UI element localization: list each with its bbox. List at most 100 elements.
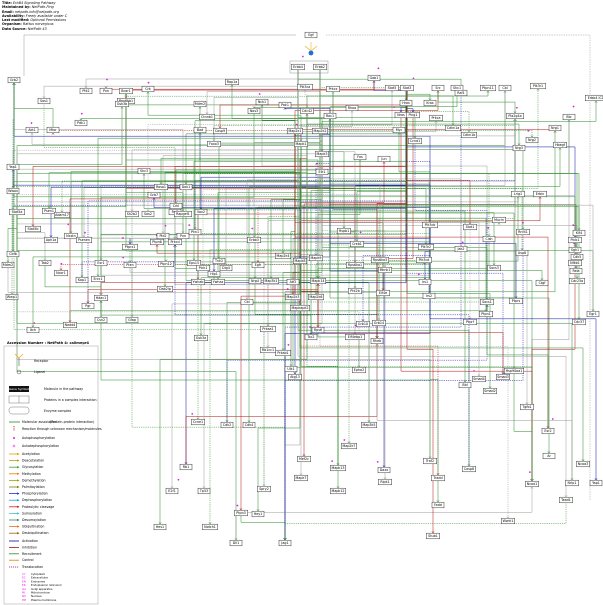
gene-node[interactable]: Cish xyxy=(482,235,496,243)
gene-node[interactable]: Yap1 xyxy=(589,479,603,487)
gene-node[interactable]: Ccnd1 xyxy=(408,137,422,145)
gene-node[interactable]: Nrg4 xyxy=(248,277,262,285)
gene-node[interactable]: Eif4ebp1 xyxy=(345,333,365,341)
gene-node[interactable]: Esr2 xyxy=(541,427,555,435)
gene-node[interactable]: Ncstn xyxy=(64,232,78,240)
gene-node[interactable]: Pxn xyxy=(99,87,113,95)
gene-node[interactable]: Egf xyxy=(304,31,318,39)
gene-node[interactable]: Mapk9 xyxy=(309,254,323,262)
gene-node[interactable]: Yap1 xyxy=(6,163,20,171)
gene-node[interactable]: Cdc25a xyxy=(569,277,585,285)
gene-node[interactable]: Gsk3a xyxy=(194,334,208,342)
gene-node[interactable]: Hbegf xyxy=(553,141,567,149)
gene-node[interactable]: Ctgf xyxy=(535,279,549,287)
gene-node[interactable]: Rap1a xyxy=(225,78,239,86)
gene-node[interactable]: Usp8 xyxy=(515,249,529,257)
gene-node[interactable]: Hes1 xyxy=(153,523,167,531)
gene-node[interactable]: Rhoa xyxy=(345,104,359,112)
gene-node[interactable]: Dab2ip xyxy=(157,285,173,293)
gene-node[interactable]: Nfkb1 xyxy=(568,259,582,267)
gene-node[interactable]: Mucin xyxy=(492,216,506,224)
gene-node[interactable]: Pik3cb xyxy=(422,221,438,229)
gene-node[interactable]: Rnf41 xyxy=(516,228,530,236)
gene-node[interactable]: Vav2 xyxy=(194,208,208,216)
gene-node[interactable]: Mtor xyxy=(46,126,60,134)
gene-node[interactable]: Stat1 xyxy=(463,223,477,231)
gene-node[interactable]: Tradd xyxy=(431,474,445,482)
gene-node[interactable]: Adam17 xyxy=(54,211,70,219)
gene-node[interactable]: Nedd4 xyxy=(63,321,77,329)
gene-node[interactable]: Prkcz xyxy=(326,85,340,93)
gene-node[interactable]: Kap1 xyxy=(75,276,89,284)
gene-node[interactable]: Mapk7 xyxy=(294,474,308,482)
gene-node[interactable]: Map2k2 xyxy=(312,127,328,135)
gene-node[interactable]: Rac1 xyxy=(323,112,337,120)
gene-node[interactable]: Pik3r2 xyxy=(418,243,434,251)
gene-node[interactable]: Aph1a xyxy=(44,236,58,244)
gene-node[interactable]: Ptk2b xyxy=(348,287,362,295)
gene-node[interactable]: Nras xyxy=(394,111,408,119)
gene-node[interactable]: Wwox xyxy=(6,187,20,195)
gene-node[interactable]: Mapk1 xyxy=(294,140,308,148)
gene-node[interactable]: Mdm2 xyxy=(1,261,15,269)
gene-node[interactable]: Nck1 xyxy=(255,98,269,106)
gene-node[interactable]: Hras xyxy=(399,99,413,107)
gene-node[interactable]: Rasa1 xyxy=(154,183,168,191)
gene-node[interactable]: Mef2c xyxy=(297,455,311,463)
gene-node[interactable]: Pik3r1 xyxy=(530,82,546,90)
gene-node[interactable]: Eif4e xyxy=(376,289,390,297)
gene-node[interactable]: Atf2 xyxy=(286,278,300,286)
gene-node[interactable]: Btc xyxy=(562,113,576,121)
gene-node[interactable]: Tgfb1 xyxy=(520,403,534,411)
gene-node[interactable]: Atg13 xyxy=(288,373,302,381)
gene-node[interactable]: Mdm2 xyxy=(193,100,207,108)
gene-node[interactable]: Stat3 xyxy=(400,84,414,92)
gene-node[interactable]: Egfr xyxy=(251,261,265,269)
gene-node[interactable]: Ripk1 xyxy=(378,478,392,486)
gene-node[interactable]: Nrg3 xyxy=(512,144,526,152)
gene-node[interactable]: Map2k7 xyxy=(341,442,357,450)
gene-node[interactable]: Grb7 xyxy=(147,191,161,199)
gene-node[interactable]: Socs1 xyxy=(480,298,494,306)
gene-node[interactable]: Eps15 xyxy=(187,259,201,267)
gene-node[interactable]: Hdac1 xyxy=(94,294,108,302)
gene-node[interactable]: Grb2 xyxy=(7,76,21,84)
gene-node[interactable]: Prkaa1 xyxy=(260,325,276,333)
gene-node[interactable]: Ywhaz xyxy=(211,278,225,286)
gene-node[interactable]: Cbfb xyxy=(6,250,20,258)
gene-node[interactable]: Map2k6 xyxy=(308,293,324,301)
gene-node[interactable]: Wwp1 xyxy=(5,293,19,301)
gene-node[interactable]: Erbb4 xyxy=(291,63,305,71)
gene-node[interactable]: Ercc1 xyxy=(91,275,105,283)
gene-node[interactable]: Lrig1 xyxy=(511,190,525,198)
gene-node[interactable]: Wwtr1 xyxy=(501,517,515,525)
gene-node[interactable]: Itch xyxy=(26,326,40,334)
gene-node[interactable]: Egr1 xyxy=(586,310,600,318)
gene-node[interactable]: Akt1 xyxy=(25,126,39,134)
gene-node[interactable]: Dlg4 xyxy=(219,264,233,272)
gene-node[interactable]: Jag1 xyxy=(278,539,292,547)
gene-node[interactable]: Stat5a xyxy=(9,208,25,216)
gene-node[interactable]: Map3k1 xyxy=(263,277,279,285)
gene-node[interactable]: Mapk12 xyxy=(330,487,346,495)
gene-node[interactable]: Nrg2 xyxy=(525,136,539,144)
gene-node[interactable]: Myc xyxy=(392,126,406,134)
gene-node[interactable]: Pick1 xyxy=(196,264,210,272)
gene-node[interactable]: Jun xyxy=(377,155,391,163)
gene-node[interactable]: Tead1 xyxy=(559,496,573,504)
gene-node[interactable]: Smad2 xyxy=(483,387,497,395)
gene-node[interactable]: Plcg1 xyxy=(406,111,420,119)
gene-node[interactable]: Nrip1 xyxy=(565,479,579,487)
gene-node[interactable]: Tab2 xyxy=(38,259,52,267)
gene-node[interactable]: Shc3 xyxy=(137,167,151,175)
gene-node[interactable]: Tp53 xyxy=(197,487,211,495)
gene-node[interactable]: Elk1 xyxy=(315,168,329,176)
gene-node[interactable]: Klf4 xyxy=(572,229,586,237)
gene-node[interactable]: Nos3 xyxy=(247,107,261,115)
gene-node[interactable]: Pxn xyxy=(176,232,190,240)
gene-node[interactable]: Casp8 xyxy=(462,465,476,473)
gene-node[interactable]: Pak1 xyxy=(278,101,292,109)
gene-node[interactable]: Gfap xyxy=(125,316,139,324)
gene-node[interactable]: Bad xyxy=(193,126,207,134)
gene-node[interactable]: Sos2 xyxy=(141,210,155,218)
